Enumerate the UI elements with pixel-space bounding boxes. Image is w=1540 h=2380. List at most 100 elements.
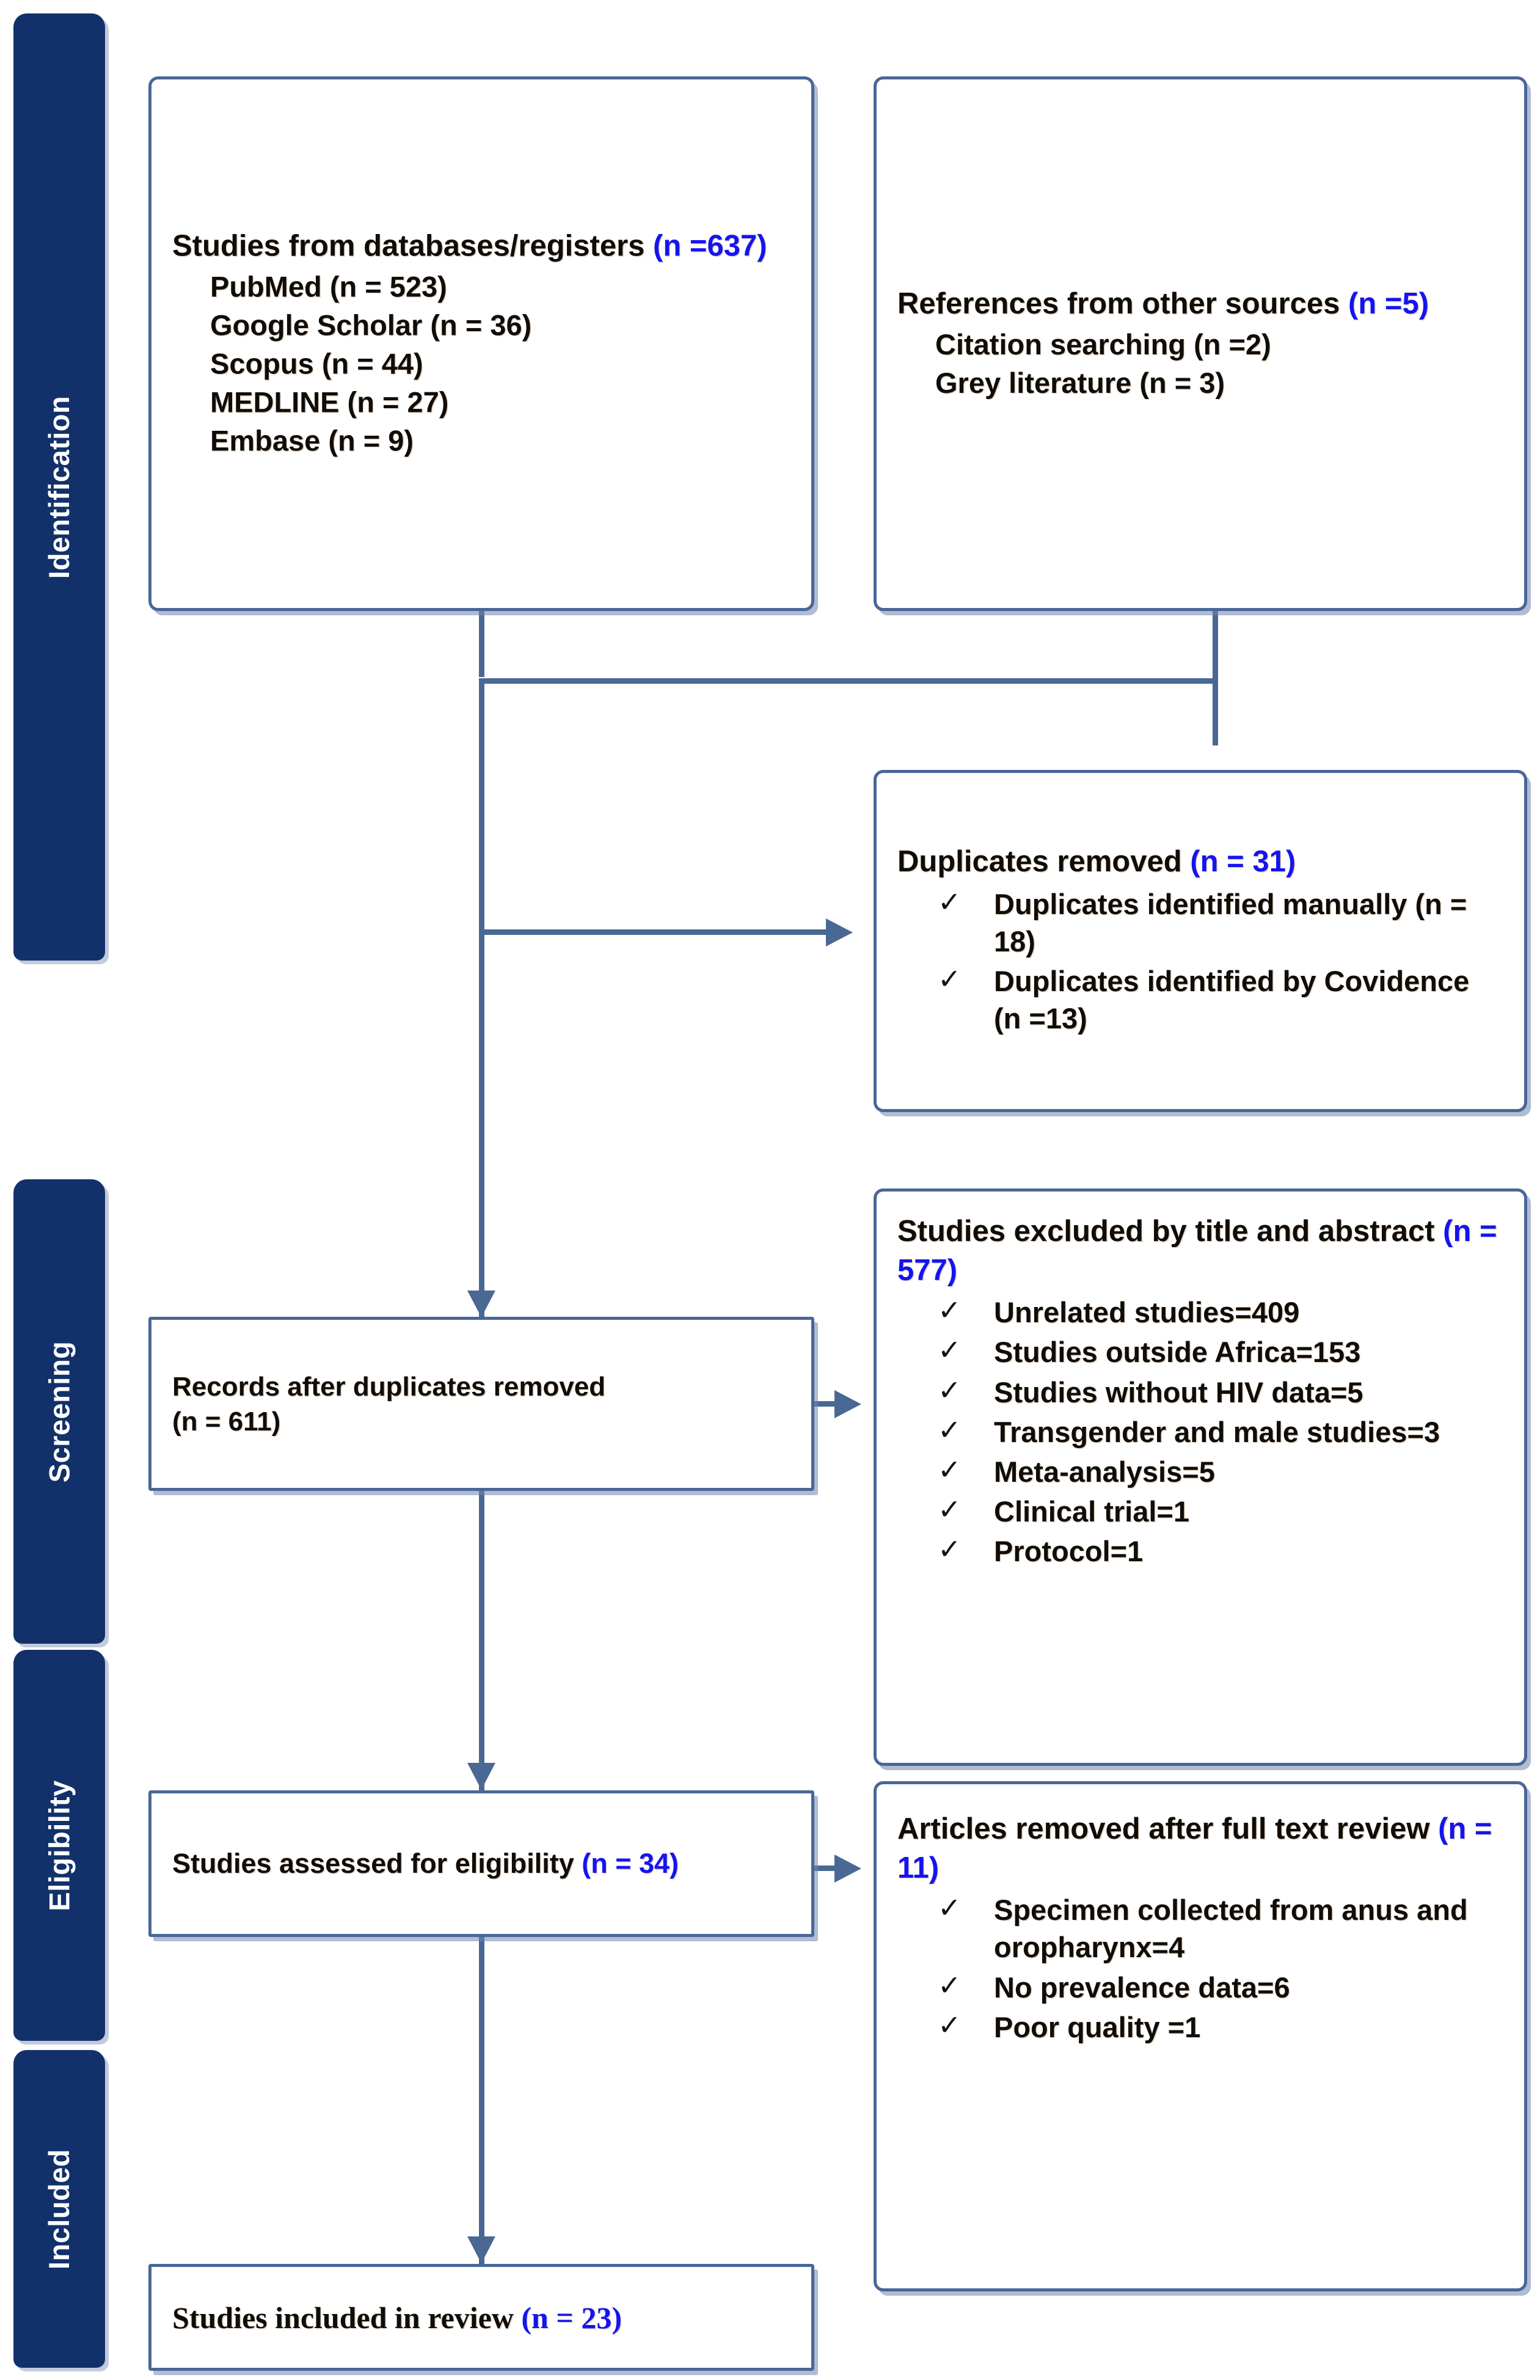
databases-count: (n =637) — [653, 229, 767, 263]
list-item-label: Duplicates identified by Covidence (n =1… — [994, 964, 1470, 1034]
other-sources-list: Citation searching (n =2) Grey literatur… — [897, 326, 1503, 403]
connector-sources-merge-bar — [479, 678, 1215, 684]
list-item: ✓ Unrelated studies=409 — [938, 1294, 1503, 1331]
box-included-in-review-header: Studies included in review (n = 23) — [172, 2300, 622, 2335]
box-removed-full-text: Articles removed after full text review … — [874, 1781, 1527, 2291]
box-removed-full-text-content: Articles removed after full text review … — [877, 1810, 1524, 2048]
connector-other-sources-down — [1213, 611, 1218, 745]
list-item: ✓ Duplicates identified manually (n = 18… — [938, 885, 1503, 960]
list-item: Embase (n = 9) — [210, 424, 414, 457]
stage-band-included-label: Included — [43, 2148, 76, 2269]
duplicates-removed-count: (n = 31) — [1190, 844, 1296, 878]
box-studies-from-databases: Studies from databases/registers (n =637… — [148, 76, 814, 611]
list-item: ✓ Transgender and male studies=3 — [938, 1413, 1503, 1451]
check-icon: ✓ — [938, 1493, 962, 1525]
list-item-label: Poor quality =1 — [994, 2010, 1201, 2043]
box-included-in-review: Studies included in review (n = 23) — [148, 2264, 814, 2371]
list-item: ✓ Clinical trial=1 — [938, 1493, 1503, 1530]
box-studies-from-databases-header: Studies from databases/registers (n =637… — [172, 229, 767, 263]
box-records-after-duplicates-content: Records after duplicates removed (n = 61… — [151, 1369, 811, 1438]
stage-band-identification-label: Identification — [43, 395, 76, 579]
stage-band-eligibility-label: Eligibility — [43, 1779, 76, 1911]
excluded-title-abstract-count: (n = 577) — [897, 1215, 1497, 1287]
databases-source-list: PubMed (n = 523) Google Scholar (n = 36)… — [172, 268, 790, 461]
list-item: ✓ Specimen collected from anus and oroph… — [938, 1891, 1503, 1966]
removed-full-text-count: (n = 11) — [897, 1812, 1492, 1884]
list-item: ✓ Poor quality =1 — [938, 2008, 1503, 2046]
box-excluded-title-abstract-header: Studies excluded by title and abstract (… — [897, 1215, 1497, 1287]
box-references-other-sources: References from other sources (n =5) Cit… — [874, 76, 1527, 611]
box-included-in-review-content: Studies included in review (n = 23) — [151, 2298, 811, 2337]
check-icon: ✓ — [938, 1532, 962, 1565]
check-icon: ✓ — [938, 885, 962, 918]
connector-main-spine — [479, 678, 484, 1320]
excluded-title-abstract-list: ✓ Unrelated studies=409 ✓ Studies outsid… — [897, 1294, 1503, 1570]
check-icon: ✓ — [938, 1334, 962, 1366]
list-item-label: Studies without HIV data=5 — [994, 1375, 1363, 1408]
list-item: ✓ Studies without HIV data=5 — [938, 1374, 1503, 1411]
removed-full-text-list: ✓ Specimen collected from anus and oroph… — [897, 1891, 1503, 2045]
arrowhead-to-included-review — [467, 2236, 495, 2263]
connector-eligibility-to-included — [479, 1937, 484, 2264]
list-item-label: Duplicates identified manually (n = 18) — [994, 887, 1467, 957]
box-excluded-title-abstract: Studies excluded by title and abstract (… — [874, 1188, 1527, 1766]
box-removed-full-text-header: Articles removed after full text review … — [897, 1812, 1492, 1884]
connector-to-duplicates-removed — [479, 929, 827, 935]
box-duplicates-removed-content: Duplicates removed (n = 31) ✓ Duplicates… — [877, 843, 1524, 1039]
list-item: Google Scholar (n = 36) — [210, 309, 532, 342]
box-references-other-sources-content: References from other sources (n =5) Cit… — [877, 285, 1524, 403]
list-item: ✓ Duplicates identified by Covidence (n … — [938, 962, 1503, 1037]
duplicates-removed-list: ✓ Duplicates identified manually (n = 18… — [897, 885, 1503, 1037]
check-icon: ✓ — [938, 1892, 962, 1924]
box-studies-from-databases-content: Studies from databases/registers (n =637… — [151, 227, 811, 461]
check-icon: ✓ — [938, 1969, 962, 2001]
arrowhead-to-removed-full-text — [834, 1855, 861, 1883]
list-item-label: Transgender and male studies=3 — [994, 1415, 1440, 1448]
box-excluded-title-abstract-content: Studies excluded by title and abstract (… — [877, 1212, 1524, 1572]
box-duplicates-removed-header: Duplicates removed (n = 31) — [897, 844, 1296, 878]
box-assessed-eligibility-content: Studies assessed for eligibility (n = 34… — [151, 1846, 811, 1882]
check-icon: ✓ — [938, 2008, 962, 2041]
box-assessed-eligibility-header: Studies assessed for eligibility (n = 34… — [172, 1847, 679, 1879]
connector-to-removed-full-text — [812, 1866, 837, 1871]
list-item: ✓ Protocol=1 — [938, 1532, 1503, 1570]
list-item: Scopus (n = 44) — [210, 347, 423, 380]
stage-band-screening-label: Screening — [43, 1341, 76, 1482]
list-item-label: Specimen collected from anus and orophar… — [994, 1894, 1468, 1964]
list-item: ✓ No prevalence data=6 — [938, 1969, 1503, 2006]
stage-band-screening: Screening — [13, 1179, 105, 1644]
list-item-label: Studies outside Africa=153 — [994, 1336, 1361, 1369]
list-item: MEDLINE (n = 27) — [210, 386, 449, 419]
check-icon: ✓ — [938, 1374, 962, 1406]
connector-to-excluded-title-abstract — [812, 1401, 837, 1407]
other-sources-count: (n =5) — [1348, 287, 1429, 320]
box-references-other-sources-header: References from other sources (n =5) — [897, 287, 1429, 320]
list-item-label: Clinical trial=1 — [994, 1495, 1190, 1528]
arrowhead-to-records-after-duplicates — [467, 1291, 495, 1317]
check-icon: ✓ — [938, 962, 962, 995]
box-duplicates-removed: Duplicates removed (n = 31) ✓ Duplicates… — [874, 770, 1527, 1112]
stage-band-included: Included — [13, 2050, 105, 2368]
check-icon: ✓ — [938, 1413, 962, 1446]
list-item: Grey literature (n = 3) — [935, 367, 1225, 400]
list-item: Citation searching (n =2) — [935, 328, 1271, 361]
check-icon: ✓ — [938, 1453, 962, 1485]
list-item: PubMed (n = 523) — [210, 270, 447, 303]
list-item-label: No prevalence data=6 — [994, 1971, 1290, 2004]
stage-band-identification: Identification — [13, 13, 105, 961]
box-records-after-duplicates-header: Records after duplicates removed — [172, 1371, 606, 1402]
arrowhead-to-duplicates-removed — [826, 918, 853, 947]
connector-databases-down — [479, 611, 484, 677]
stage-band-eligibility: Eligibility — [13, 1650, 105, 2041]
arrowhead-to-excluded-title-abstract — [834, 1390, 861, 1418]
list-item-label: Unrelated studies=409 — [994, 1296, 1300, 1329]
list-item-label: Meta-analysis=5 — [994, 1455, 1215, 1488]
list-item: ✓ Meta-analysis=5 — [938, 1453, 1503, 1490]
list-item-label: Protocol=1 — [994, 1534, 1144, 1567]
list-item: ✓ Studies outside Africa=153 — [938, 1333, 1503, 1371]
box-assessed-eligibility: Studies assessed for eligibility (n = 34… — [148, 1790, 814, 1937]
included-review-count: (n = 23) — [521, 2300, 622, 2335]
connector-records-to-eligibility — [479, 1491, 484, 1790]
arrowhead-to-assessed-eligibility — [467, 1763, 495, 1790]
